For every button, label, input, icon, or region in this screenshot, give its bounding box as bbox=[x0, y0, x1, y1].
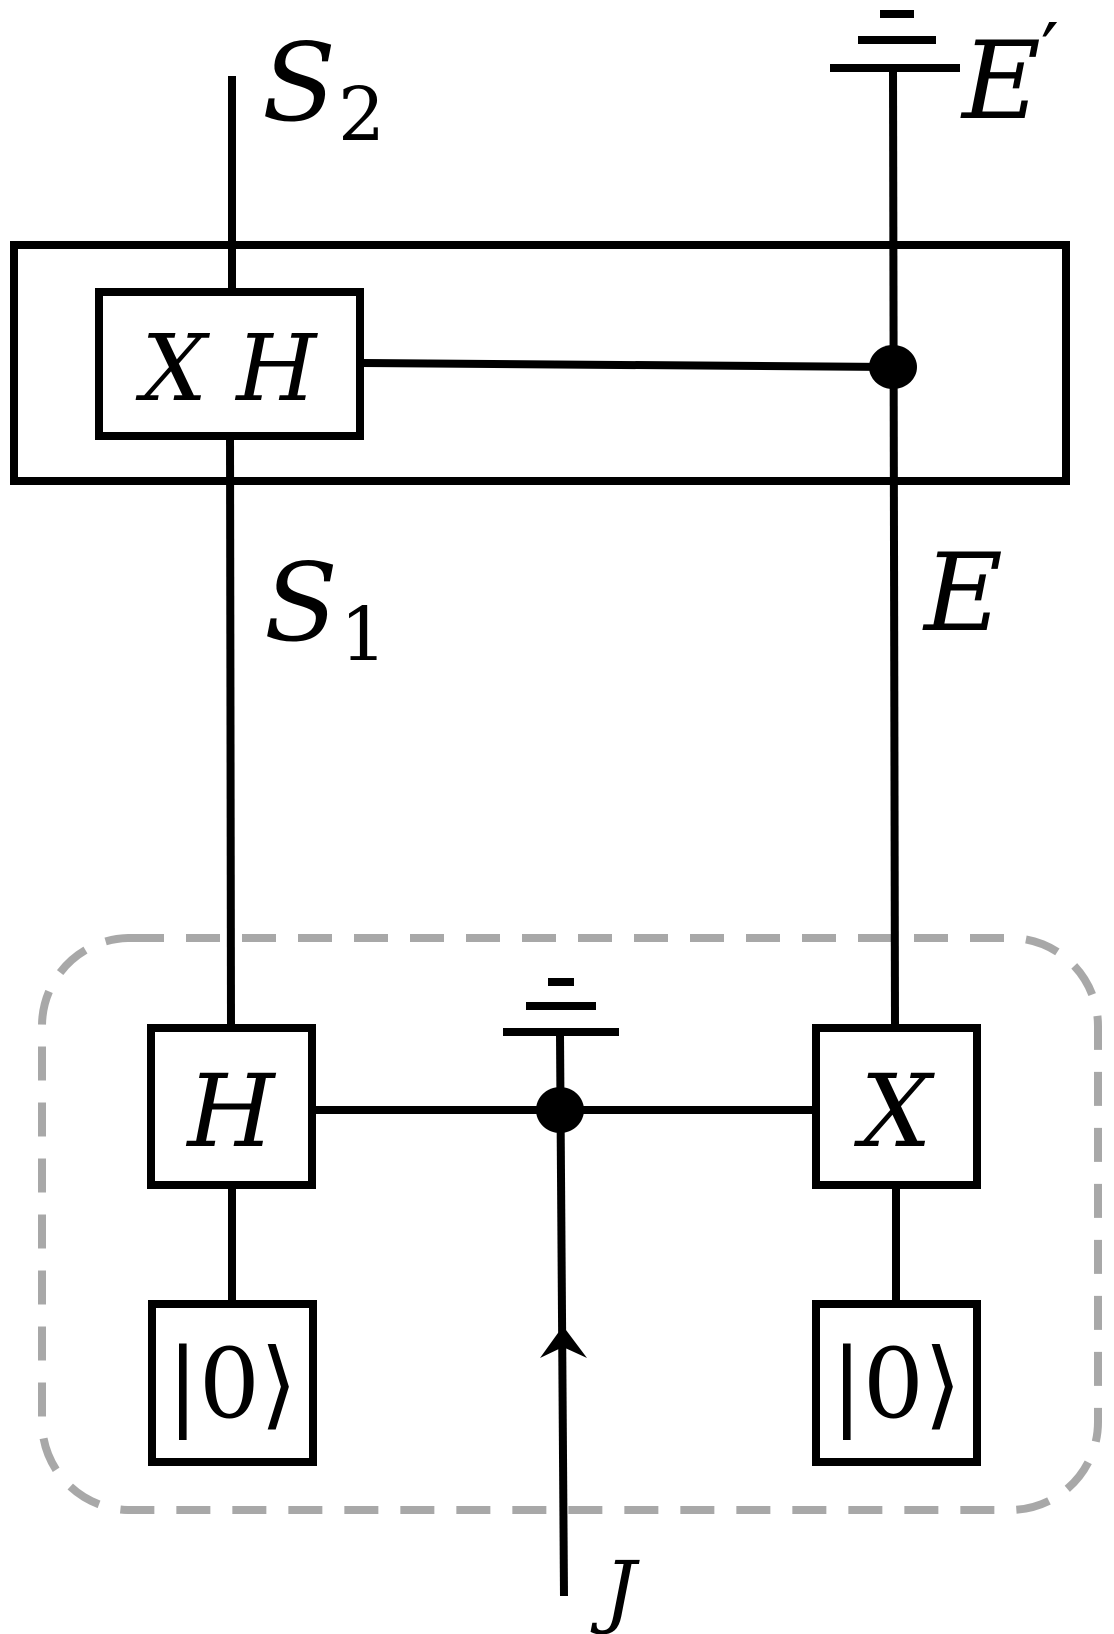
ground-symbol-e-prime bbox=[830, 10, 960, 72]
right-ket-box bbox=[812, 1300, 981, 1466]
outer-frame bbox=[10, 241, 1070, 485]
arrowhead-icon bbox=[540, 1326, 587, 1358]
control-dot-top bbox=[869, 345, 917, 389]
j-label: J bbox=[590, 1544, 640, 1634]
x-gate-label: X bbox=[853, 1053, 935, 1170]
wire-e bbox=[889, 67, 899, 1029]
left-ket-label: |0⟩ bbox=[167, 1328, 298, 1440]
control-line-top bbox=[361, 359, 894, 371]
wire-s1 bbox=[226, 435, 235, 1029]
xh-gate-label: X H bbox=[136, 315, 319, 422]
control-dot-bottom bbox=[536, 1087, 584, 1133]
dashed-region bbox=[38, 934, 1102, 1514]
left-ket-box bbox=[148, 1300, 317, 1466]
s2-label: S2 bbox=[262, 21, 385, 158]
e-prime-label: E′ bbox=[960, 6, 1059, 144]
e-label: E bbox=[922, 531, 1003, 656]
ground-symbol-j bbox=[503, 978, 619, 1036]
h-gate-label: H bbox=[185, 1053, 276, 1170]
h-gate-box bbox=[147, 1024, 316, 1189]
x-gate-box bbox=[812, 1024, 981, 1189]
xh-gate-box bbox=[95, 288, 364, 440]
s1-label: S1 bbox=[264, 541, 387, 678]
right-ket-label: |0⟩ bbox=[831, 1328, 962, 1440]
